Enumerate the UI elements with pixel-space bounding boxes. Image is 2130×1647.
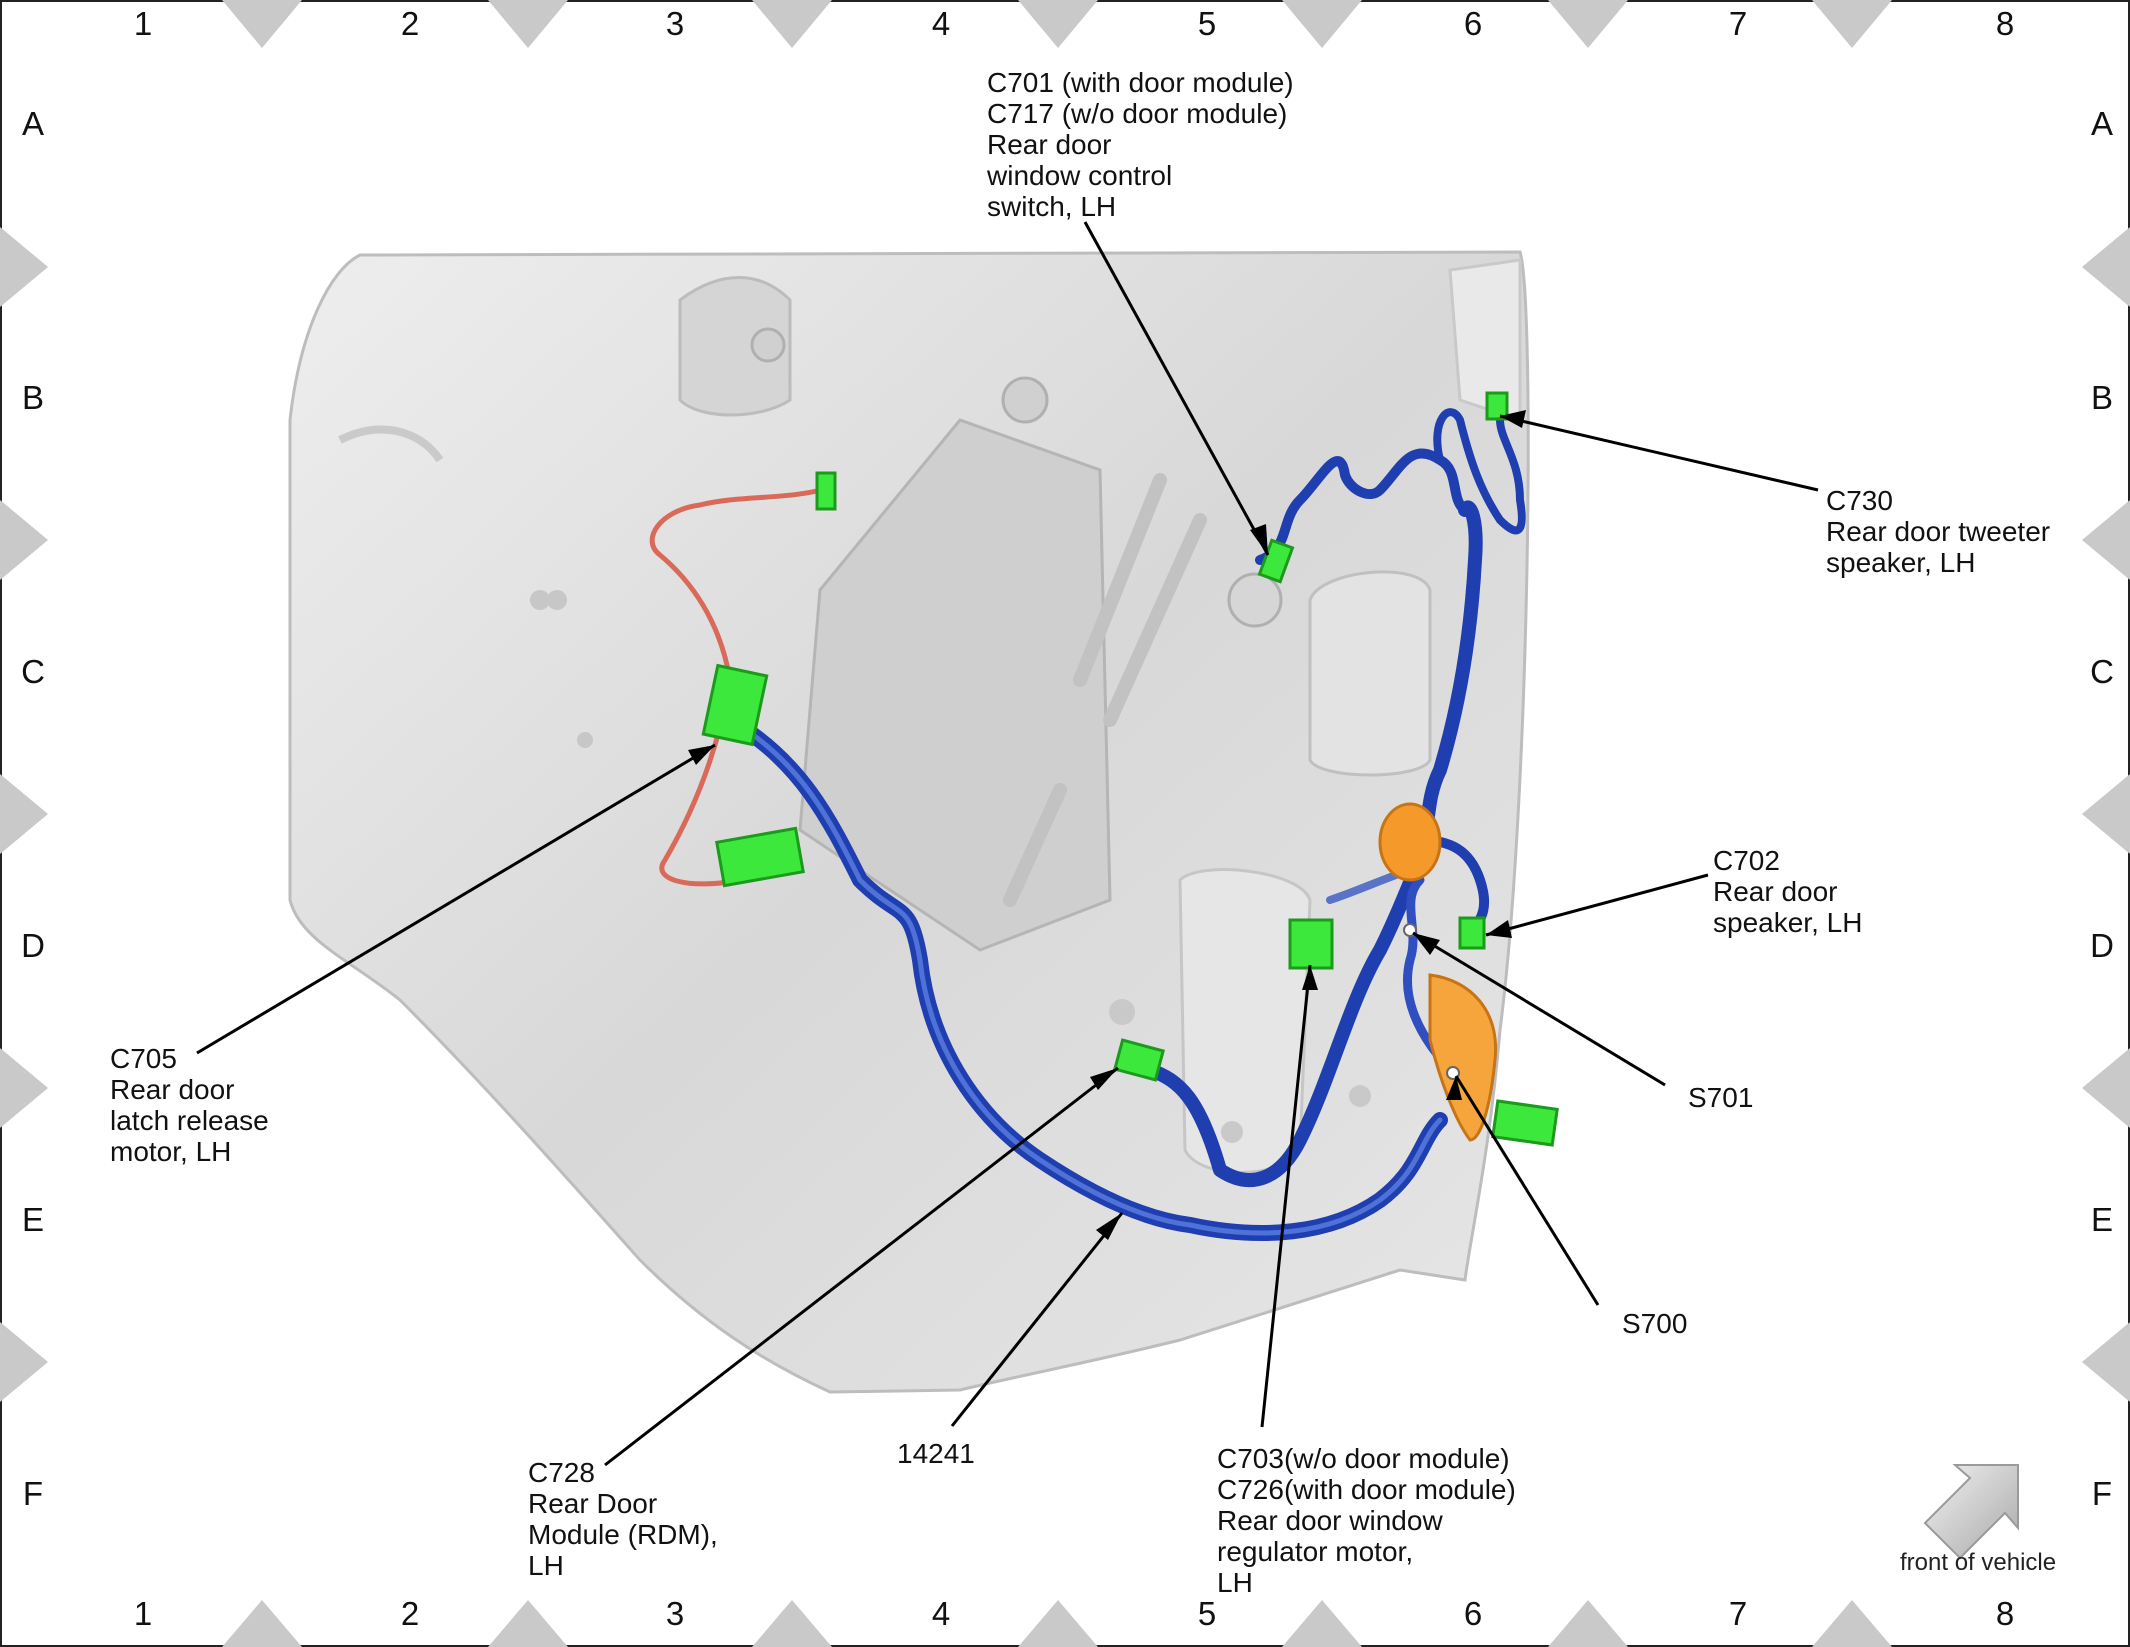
leader-s701: [1412, 931, 1666, 1087]
callout-c730-line-2: Rear door tweeter: [1826, 516, 2051, 547]
callout-c701-line-5: switch, LH: [987, 191, 1117, 222]
leader-s700: [1454, 1075, 1600, 1306]
callout-c702-line-3: speaker, LH: [1713, 907, 1863, 938]
connector-c702: [1458, 916, 1486, 950]
grid-col-bottom-4: 4: [931, 1595, 951, 1632]
grid-col-bottom-1: 1: [133, 1595, 153, 1632]
leader-arrowheads: [688, 410, 1526, 1240]
grid-row-right-a: A: [2090, 105, 2113, 142]
grid-row-right-b: B: [2090, 379, 2113, 416]
connector-c705: [701, 663, 769, 747]
grommet-upper: [1378, 802, 1442, 882]
callout-c703-line-4: regulator motor,: [1217, 1536, 1414, 1567]
callout-s700-line-1: S700: [1622, 1308, 1688, 1339]
grid-col-top-6: 6: [1463, 5, 1483, 42]
grid-col-bottom-5: 5: [1197, 1595, 1217, 1632]
callout-c703-line-2: C726(with door module): [1217, 1474, 1516, 1505]
callout-c728-line-1: C728: [528, 1457, 595, 1488]
grid-col-top-5: 5: [1197, 5, 1217, 42]
grid-row-right-e: E: [2090, 1201, 2113, 1238]
leader-c702: [1485, 873, 1709, 937]
callout-c705-line-1: C705: [110, 1043, 177, 1074]
grid-col-top-4: 4: [931, 5, 951, 42]
leader-c728: [604, 1066, 1119, 1467]
callout-c702-line-2: Rear door: [1713, 876, 1838, 907]
connector-c703: [1288, 918, 1334, 970]
leader-c701: [1083, 221, 1270, 556]
connector-unlabeled: [815, 471, 837, 511]
rear-door-inner-panel: [288, 250, 1530, 1394]
leader-c703: [1260, 964, 1312, 1428]
callout-c701-line-2: C717 (w/o door module): [987, 98, 1288, 129]
callout-c702: C702 Rear door speaker, LH: [1713, 845, 1862, 938]
callout-c703-line-5: LH: [1217, 1567, 1253, 1598]
callout-c701-line-1: C701 (with door module): [987, 67, 1294, 98]
connector-c730: [1485, 391, 1509, 421]
front-of-vehicle-label: front of vehicle: [1900, 1549, 2057, 1576]
callout-c728-line-4: LH: [528, 1550, 564, 1581]
callout-c701-line-4: window control: [987, 160, 1173, 191]
grid-row-left-d: D: [21, 927, 45, 964]
harness-14241: [722, 408, 1526, 1241]
callout-c703-line-1: C703(w/o door module): [1217, 1443, 1510, 1474]
grid-col-top-2: 2: [400, 5, 420, 42]
callout-c730-line-1: C730: [1826, 485, 1893, 516]
grid-row-left-c: C: [21, 653, 45, 690]
connector-c728: [1112, 1038, 1166, 1082]
grid-col-bottom-2: 2: [400, 1595, 420, 1632]
grid-col-top-3: 3: [665, 5, 685, 42]
accessory-wire: [649, 485, 829, 887]
callout-c705: C705 Rear door latch release motor, LH: [110, 1043, 269, 1167]
connector-c701: [1257, 538, 1295, 584]
grid-col-bottom-8: 8: [1995, 1595, 2015, 1632]
callout-c703: C703(w/o door module) C726(with door mod…: [1217, 1443, 1516, 1598]
callout-c701: C701 (with door module) C717 (w/o door m…: [987, 67, 1294, 222]
leader-c705: [196, 743, 716, 1055]
callout-c728-line-3: Module (RDM),: [528, 1519, 718, 1550]
leader-lines: [196, 221, 1819, 1467]
grid-col-bottom-7: 7: [1728, 1595, 1748, 1632]
grid-col-bottom-6: 6: [1463, 1595, 1483, 1632]
callout-s701-line-1: S701: [1688, 1082, 1754, 1113]
leader-c730: [1499, 414, 1819, 492]
grid-col-top-7: 7: [1728, 5, 1748, 42]
grid-row-left-e: E: [21, 1201, 44, 1238]
grid-row-right-f: F: [2091, 1475, 2113, 1512]
grid-row-right-d: D: [2090, 927, 2114, 964]
grommet-lower: [1428, 973, 1498, 1142]
callout-c705-line-3: latch release: [110, 1105, 269, 1136]
callout-harness-14241: 14241: [897, 1438, 975, 1469]
callout-s701: S701: [1688, 1082, 1753, 1113]
callout-c703-line-3: Rear door window: [1217, 1505, 1443, 1536]
callout-c705-line-4: motor, LH: [110, 1136, 232, 1167]
grommets: [1378, 802, 1498, 1142]
grid-col-top-8: 8: [1995, 5, 2015, 42]
grid-row-left-f: F: [22, 1475, 44, 1512]
callout-c730: C730 Rear door tweeter speaker, LH: [1826, 485, 2050, 578]
grid-row-right-c: C: [2090, 653, 2114, 690]
grid-col-top-1: 1: [133, 5, 153, 42]
callout-harness-line-1: 14241: [897, 1438, 975, 1469]
callout-c728: C728 Rear Door Module (RDM), LH: [528, 1457, 718, 1581]
grid-row-left-b: B: [21, 379, 44, 416]
callout-c730-line-3: speaker, LH: [1826, 547, 1976, 578]
front-of-vehicle-arrow-icon: [1923, 1464, 2019, 1560]
grid-col-bottom-3: 3: [665, 1595, 685, 1632]
connectors: [701, 391, 1559, 1147]
callout-c705-line-2: Rear door: [110, 1074, 235, 1105]
leader-harness: [950, 1212, 1124, 1427]
callout-c701-line-3: Rear door: [987, 129, 1112, 160]
connector-regulator: [1491, 1099, 1559, 1147]
callout-s700: S700: [1622, 1308, 1687, 1339]
connector-c705-lower: [715, 826, 805, 888]
grid-row-left-a: A: [21, 105, 44, 142]
callout-c728-line-2: Rear Door: [528, 1488, 658, 1519]
callout-c702-line-1: C702: [1713, 845, 1780, 876]
